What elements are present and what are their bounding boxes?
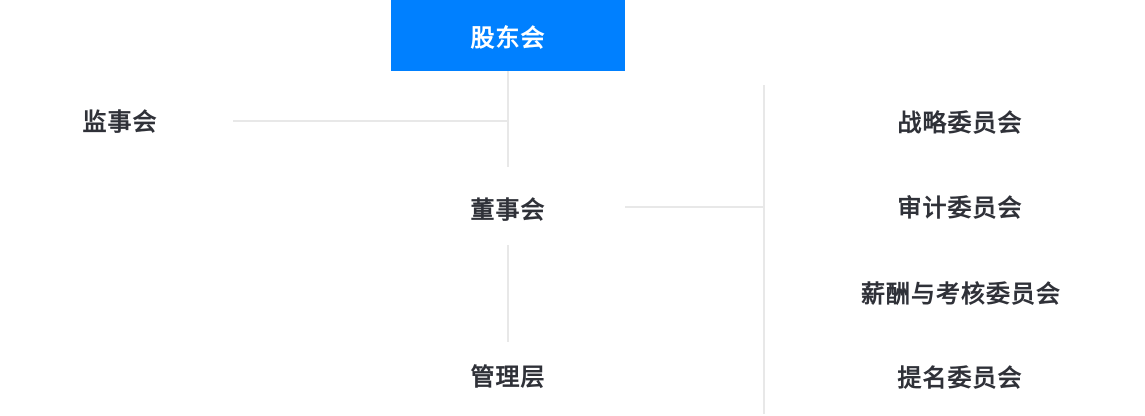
connector-committees-rail-vertical	[763, 85, 765, 414]
shareholders-meeting-label: 股东会	[470, 24, 546, 52]
connector-board-to-management-vertical	[507, 245, 509, 342]
remuneration-assessment-committee-label: 薪酬与考核委员会	[861, 280, 1061, 308]
nomination-committee-label: 提名委员会	[897, 364, 1023, 392]
management-label: 管理层	[470, 363, 546, 391]
audit-committee-label: 审计委员会	[897, 194, 1023, 222]
connector-root-to-board-vertical	[507, 71, 509, 167]
connector-supervisory-horizontal	[233, 120, 508, 122]
strategy-committee-label: 战略委员会	[897, 109, 1023, 137]
board-of-directors-label: 董事会	[470, 196, 546, 224]
connector-board-to-committees-horizontal	[625, 206, 764, 208]
supervisory-board-label: 监事会	[82, 108, 158, 136]
shareholders-meeting-node: 股东会	[391, 0, 625, 71]
